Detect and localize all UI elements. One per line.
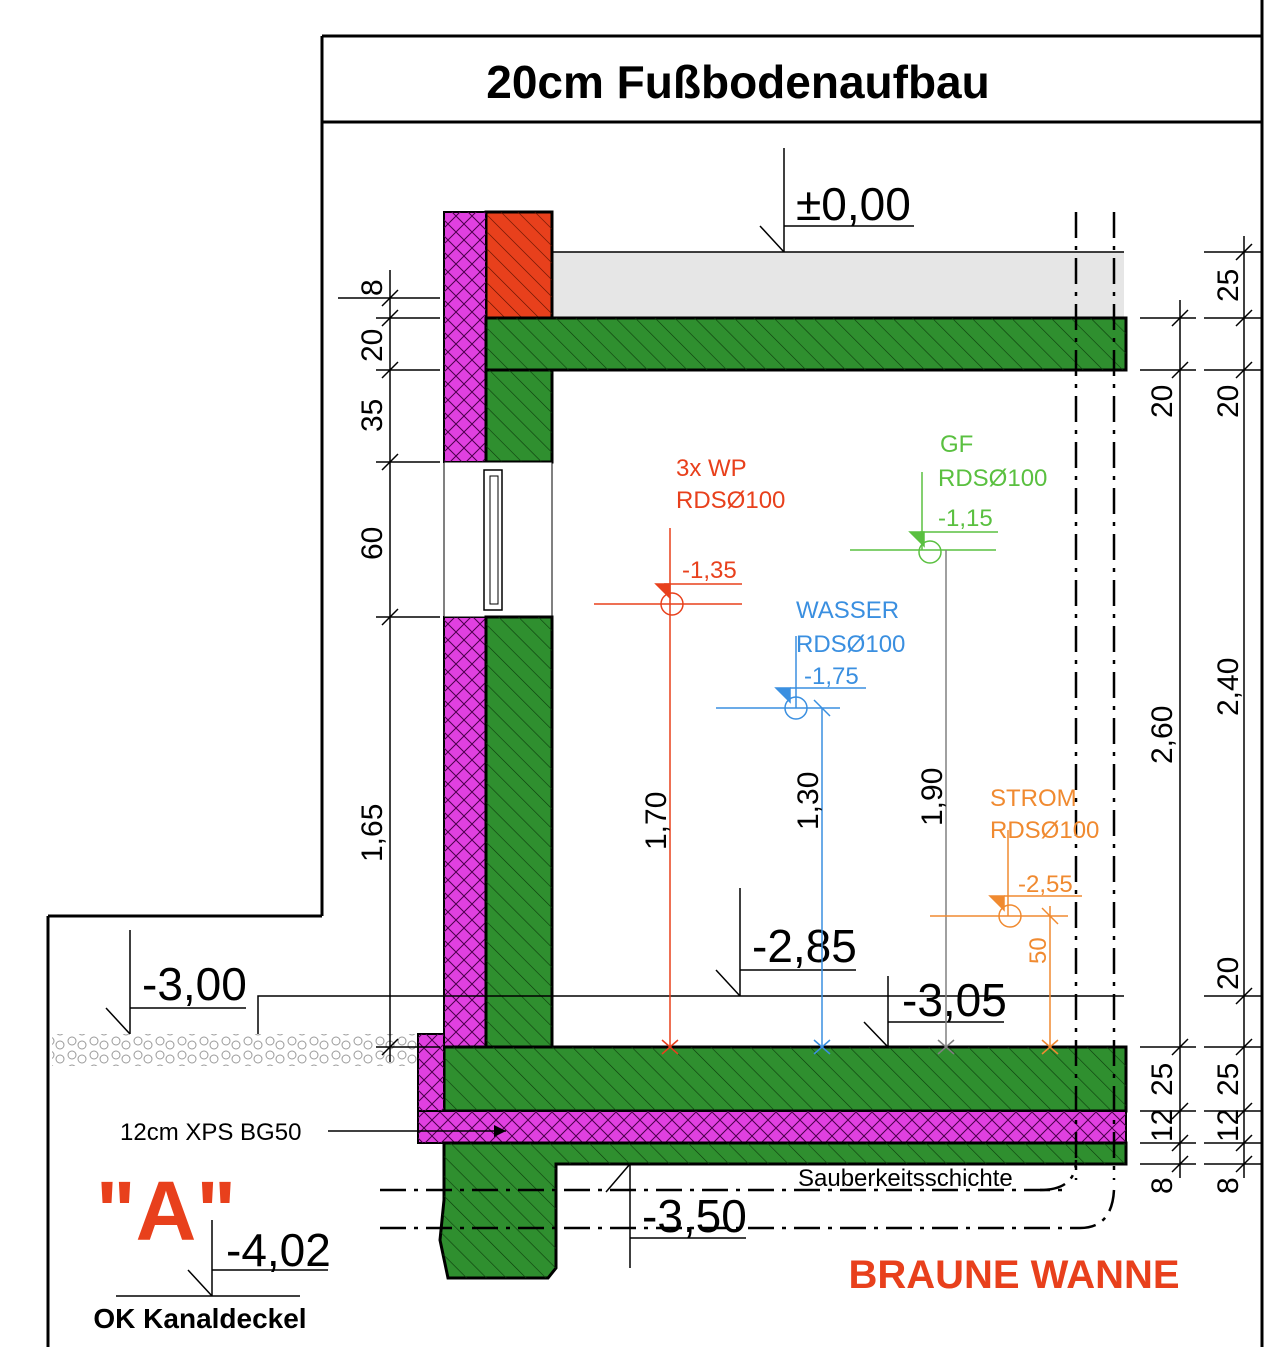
dim-ro-3: 20 (1212, 957, 1245, 990)
xps-callout: 12cm XPS BG50 (120, 1119, 506, 1146)
level-top: ±0,00 (552, 148, 1124, 253)
level-m285-label: -2,85 (752, 920, 857, 972)
pipe-gf-line1: GF (940, 431, 973, 458)
pipe-wasser-level: -1,75 (804, 663, 859, 690)
dim-ro-2: 2,40 (1212, 658, 1245, 716)
pipe-gf-height: 1,90 (916, 768, 949, 826)
pipe-wasser-height: 1,30 (792, 772, 825, 830)
right-inner-dim-labels: 20 2,60 25 12 8 (1146, 385, 1179, 1194)
dim-left-1: 20 (356, 329, 389, 362)
window (443, 461, 553, 618)
level-m305: -3,05 (863, 974, 1007, 1048)
level-m350: -3,50 (605, 1163, 747, 1268)
pipe-gf-line2: RDSØ100 (938, 465, 1047, 492)
left-dim-labels: 8 20 35 60 1,65 (356, 279, 389, 862)
pipe-wp (594, 528, 742, 1055)
dim-ro-0: 25 (1212, 269, 1245, 302)
ground-gravel (52, 1034, 418, 1066)
pipe-strom-line2: RDSØ100 (990, 817, 1099, 844)
pipe-gf-level: -1,15 (938, 505, 993, 532)
left-dim-chain (338, 270, 440, 1062)
pipe-wp-level: -1,35 (682, 557, 737, 584)
pipe-strom-line1: STROM (990, 785, 1077, 812)
right-outer-dim-labels: 25 20 2,40 20 25 12 8 (1212, 269, 1245, 1194)
page-title: 20cm Fußbodenaufbau (486, 56, 989, 108)
level-m285: -2,85 (715, 888, 857, 997)
pipe-strom-level: -2,55 (1018, 871, 1073, 898)
dim-ri-2: 25 (1146, 1063, 1179, 1096)
right-outer-dim-chain (1204, 236, 1262, 1178)
dim-ro-4: 25 (1212, 1063, 1245, 1096)
dim-ri-4: 8 (1146, 1177, 1179, 1194)
level-m305-label: -3,05 (902, 974, 1007, 1026)
axis-lines (380, 212, 1116, 1230)
dim-ri-1: 2,60 (1146, 706, 1179, 764)
pipe-strom (930, 830, 1082, 1055)
kanal-label: OK Kanaldeckel (93, 1303, 306, 1334)
right-inner-dim-chain (1140, 300, 1196, 1178)
level-m300-label: -3,00 (142, 958, 247, 1010)
level-m300: -3,00 (105, 930, 1124, 1035)
pipe-wp-height: 1,70 (640, 792, 673, 850)
pipe-wp-line1: 3x WP (676, 455, 747, 482)
dim-ri-3: 12 (1146, 1109, 1179, 1142)
dim-ri-0: 20 (1146, 385, 1179, 418)
dim-left-2: 35 (356, 399, 389, 432)
level-m402: -4,02 OK Kanaldeckel (93, 1220, 331, 1334)
pipe-strom-height: 50 (1025, 937, 1052, 964)
pipe-wasser (716, 636, 866, 1055)
level-top-label: ±0,00 (796, 178, 911, 230)
section-mark: "A" (96, 1164, 236, 1258)
braune-wanne-label: BRAUNE WANNE (848, 1253, 1179, 1297)
level-m350-label: -3,50 (642, 1190, 747, 1242)
sauberkeit-label: Sauberkeitsschichte (798, 1165, 1013, 1192)
level-m402-label: -4,02 (226, 1224, 331, 1276)
dim-ro-6: 8 (1212, 1177, 1245, 1194)
dim-left-4: 1,65 (356, 804, 389, 862)
xps-label: 12cm XPS BG50 (120, 1119, 301, 1146)
pipe-wasser-line2: RDSØ100 (796, 631, 905, 658)
dim-left-3: 60 (356, 527, 389, 560)
dim-ro-1: 20 (1212, 385, 1245, 418)
pipe-gf (850, 472, 998, 1055)
floor-screed (552, 252, 1124, 318)
pipe-wasser-line1: WASSER (796, 597, 899, 624)
frame (46, 0, 1264, 1347)
pipe-wp-line2: RDSØ100 (676, 487, 785, 514)
dim-left-0: 8 (356, 279, 389, 296)
dim-ro-5: 12 (1212, 1109, 1245, 1142)
